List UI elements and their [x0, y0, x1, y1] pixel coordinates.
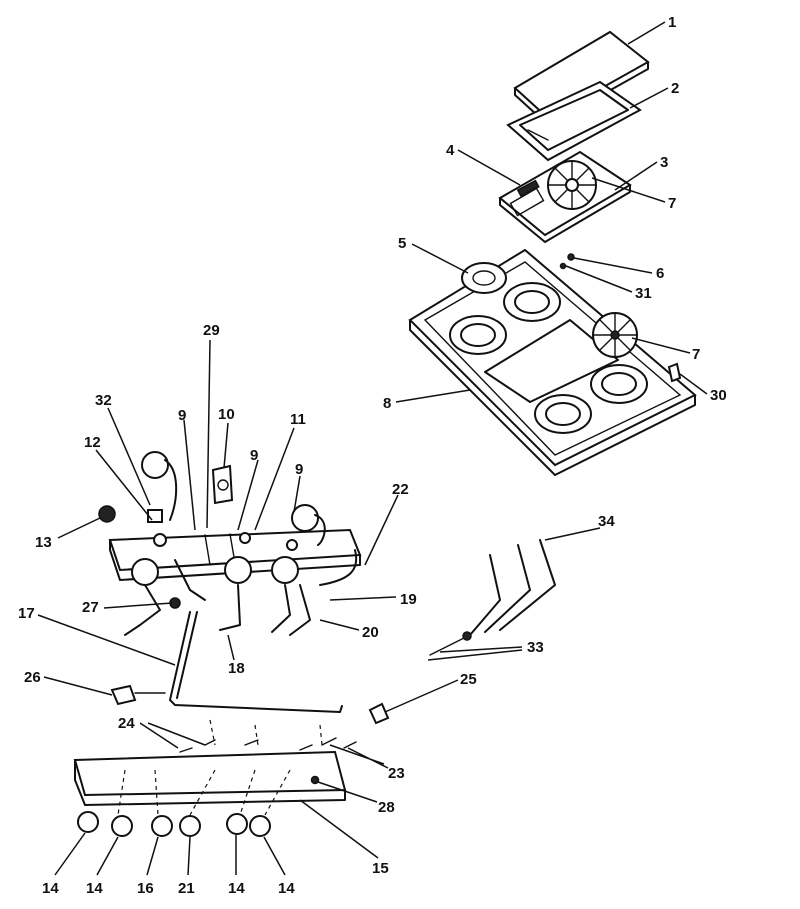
label-3: 3 — [660, 154, 668, 171]
part-gas-pipe — [169, 611, 343, 713]
label-12: 12 — [84, 434, 101, 451]
label-5: 5 — [398, 235, 406, 252]
label-20: 20 — [362, 624, 379, 641]
label-7-lower: 7 — [692, 346, 700, 363]
part-screws — [559, 253, 575, 270]
part-connector — [516, 179, 540, 198]
part-cooktop — [408, 248, 697, 476]
label-13: 13 — [35, 534, 52, 551]
part-control-knobs — [77, 811, 271, 837]
part-control-panel — [73, 750, 347, 816]
part-nut — [98, 505, 116, 523]
label-32: 32 — [95, 392, 112, 409]
label-2: 2 — [671, 80, 679, 97]
label-7-upper: 7 — [668, 195, 676, 212]
label-31: 31 — [635, 285, 652, 302]
label-33: 33 — [527, 639, 544, 656]
part-hose — [319, 549, 358, 586]
label-14-a: 14 — [42, 880, 59, 897]
part-number-labels: 1 2 3 4 7 5 6 31 7 30 8 29 32 9 10 11 9 … — [18, 14, 727, 897]
label-1: 1 — [668, 14, 676, 31]
label-18: 18 — [228, 660, 245, 677]
label-15: 15 — [372, 860, 389, 877]
part-manifold-bracket — [108, 528, 362, 581]
label-25: 25 — [460, 671, 477, 688]
label-24: 24 — [118, 715, 135, 732]
label-27: 27 — [82, 599, 99, 616]
part-pipe-bracket — [110, 684, 166, 706]
part-clip — [667, 362, 682, 383]
part-wire-leads — [124, 559, 311, 636]
part-clips — [179, 719, 357, 753]
label-9-right: 9 — [295, 461, 303, 478]
part-gasket-frame — [506, 80, 642, 162]
part-grill-burner-upper — [547, 160, 597, 210]
label-28: 28 — [378, 799, 395, 816]
part-burner-valves — [131, 451, 326, 586]
label-23: 23 — [388, 765, 405, 782]
label-4: 4 — [446, 142, 455, 159]
label-14-c: 14 — [228, 880, 245, 897]
part-switch — [211, 464, 234, 505]
label-14-d: 14 — [278, 880, 295, 897]
label-22: 22 — [392, 481, 409, 498]
label-26: 26 — [24, 669, 41, 686]
label-16: 16 — [137, 880, 154, 897]
part-grill-burner-lower — [592, 312, 638, 358]
label-19: 19 — [400, 591, 417, 608]
part-regulator — [368, 702, 390, 725]
label-6: 6 — [656, 265, 664, 282]
label-8: 8 — [383, 395, 391, 412]
label-29: 29 — [203, 322, 220, 339]
label-14-b: 14 — [86, 880, 103, 897]
label-11: 11 — [290, 411, 306, 428]
label-30: 30 — [710, 387, 727, 404]
label-9-left: 9 — [178, 407, 186, 424]
label-10: 10 — [218, 406, 235, 423]
leader-lines — [37, 21, 708, 876]
label-21: 21 — [178, 880, 195, 897]
label-34: 34 — [598, 513, 615, 530]
label-17: 17 — [18, 605, 35, 622]
part-ignition-harness — [429, 539, 556, 656]
part-burner-cap — [461, 262, 507, 294]
label-9-middle: 9 — [250, 447, 258, 464]
